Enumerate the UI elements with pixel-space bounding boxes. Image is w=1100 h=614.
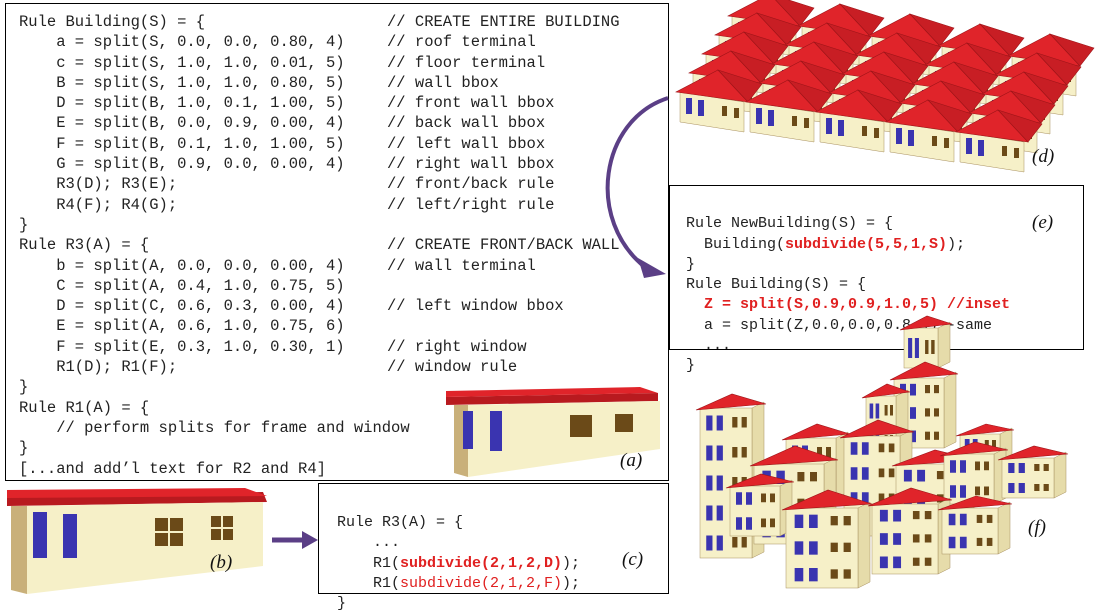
panel-a-line: G = split(B, 0.9, 0.0, 0.00, 4)// right …: [19, 155, 555, 174]
panel-a-code: Rule Building(S) = {// CREATE ENTIRE BUI…: [19, 12, 620, 479]
panel-e-line-8: }: [686, 357, 696, 375]
panel-a-line: }: [19, 215, 29, 234]
panel-a-line: c = split(S, 1.0, 1.0, 0.01, 5)// floor …: [19, 53, 546, 72]
panel-c-line-4: R1(subdivide(2,1,2,F));: [337, 574, 581, 592]
panel-c-line-2: ...: [337, 534, 401, 552]
panel-a-line: Rule Building(S) = {// CREATE ENTIRE BUI…: [19, 13, 620, 31]
panel-a-line: Rule R1(A) = {: [19, 398, 150, 417]
caption-e: (e): [1032, 212, 1054, 233]
panel-a-line: [...and add’l text for R2 and R4]: [19, 459, 326, 478]
panel-c-code: Rule R3(A) = { ... R1(subdivide(2,1,2,D)…: [337, 493, 580, 614]
panel-a-line: R3(D); R3(E);// front/back rule: [19, 175, 555, 194]
panel-e-line-1: Rule NewBuilding(S) = {: [686, 215, 894, 233]
house-render-a: [446, 387, 660, 477]
panel-a-line: }: [19, 439, 29, 458]
panel-a-line: C = split(A, 0.4, 1.0, 0.75, 5): [19, 276, 345, 295]
arrow-d-to-e: [605, 96, 669, 278]
city-render-f: [695, 315, 1069, 589]
panel-a-line: D = split(B, 1.0, 0.1, 1.00, 5)// front …: [19, 94, 555, 113]
caption-a: (a): [620, 450, 643, 471]
subdivide-f-call: subdivide(2,1,2,F): [400, 574, 563, 592]
house-render-b: [7, 488, 267, 594]
caption-b: (b): [210, 552, 233, 573]
panel-a-line: F = split(B, 0.1, 1.0, 1.00, 5)// left w…: [19, 134, 546, 153]
panel-c-line-3: R1(subdivide(2,1,2,D));: [337, 554, 581, 572]
panel-e-line-6: a = split(Z,0.0,0.0,0.8,4) -same: [686, 316, 993, 334]
panel-e-line-5-inset: Z = split(S,0.9,0.9,1.0,5) //inset: [686, 296, 1011, 314]
panel-a-line: // perform splits for frame and window: [19, 418, 410, 437]
panel-a-line: Rule R3(A) = {// CREATE FRONT/BACK WALL: [19, 236, 620, 255]
panel-e-code-box: [669, 185, 1084, 350]
panel-a-line: R1(D); R1(F);// window rule: [19, 358, 518, 377]
panel-c-line-1: Rule R3(A) = {: [337, 514, 464, 531]
caption-f: (f): [1028, 517, 1046, 538]
panel-e-line-2: Building(subdivide(5,5,1,S));: [686, 235, 966, 253]
caption-c: (c): [622, 549, 644, 570]
panel-a-line: R4(F); R4(G);// left/right rule: [19, 195, 555, 214]
panel-a-line: }: [19, 378, 29, 397]
panel-c-code-box: [318, 483, 669, 594]
house-grid-render-d: [675, 0, 1095, 173]
panel-a-line: a = split(S, 0.0, 0.0, 0.80, 4)// roof t…: [19, 33, 536, 52]
arrow-b-to-c: [272, 531, 318, 549]
panel-a-line: D = split(C, 0.6, 0.3, 0.00, 4)// left w…: [19, 297, 564, 316]
panel-a-line: F = split(E, 0.3, 1.0, 0.30, 1)// right …: [19, 337, 527, 356]
panel-c-line-5: }: [337, 595, 347, 613]
caption-d: (d): [1032, 146, 1055, 167]
panel-e-code: Rule NewBuilding(S) = { Building(subdivi…: [686, 194, 1010, 377]
panel-e-line-4: Rule Building(S) = {: [686, 276, 867, 294]
subdivide-d-call: subdivide(2,1,2,D): [400, 554, 563, 572]
panel-e-line-7: ...: [686, 337, 732, 355]
panel-a-line: E = split(B, 0.0, 0.9, 0.00, 4)// back w…: [19, 114, 546, 133]
panel-a-line: b = split(A, 0.0, 0.0, 0.00, 4)// wall t…: [19, 256, 536, 275]
panel-a-line: E = split(A, 0.6, 1.0, 0.75, 6): [19, 317, 345, 336]
panel-a-line: B = split(S, 1.0, 1.0, 0.80, 5)// wall b…: [19, 73, 499, 92]
subdivide-s-call: subdivide(5,5,1,S): [785, 235, 948, 253]
panel-e-line-3: }: [686, 255, 696, 273]
